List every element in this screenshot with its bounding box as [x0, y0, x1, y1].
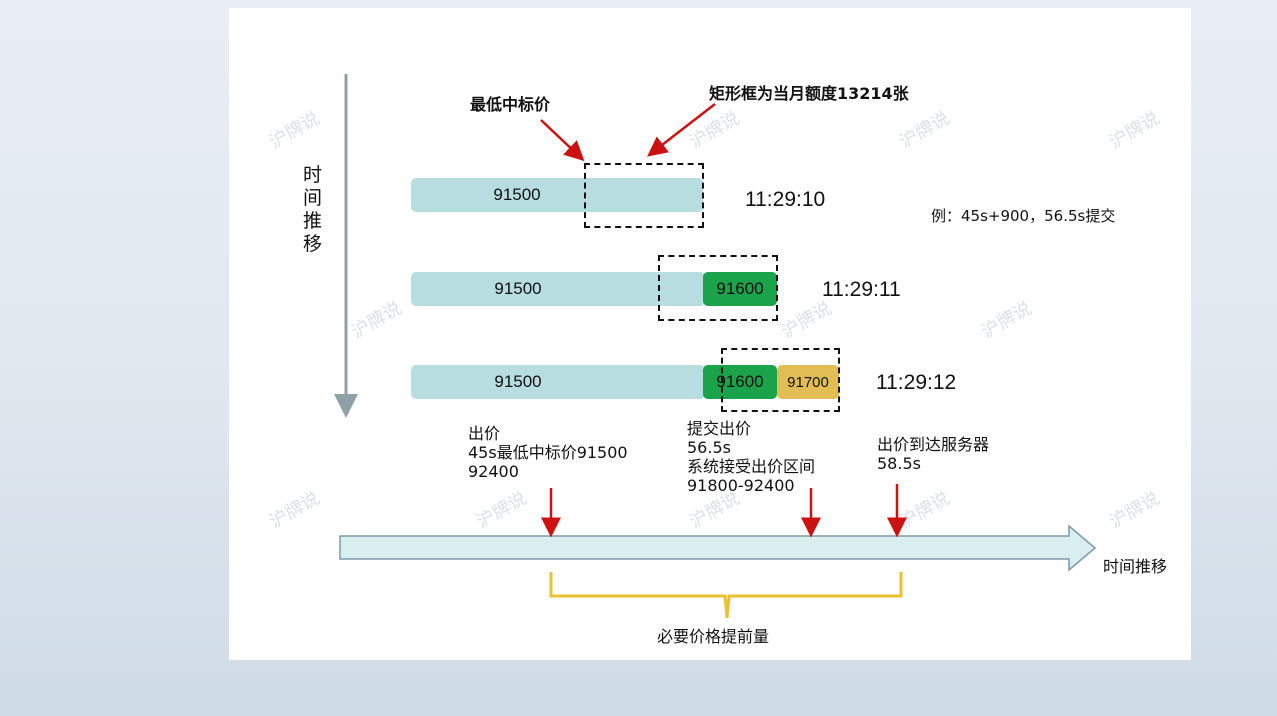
arrive-annotation: 出价到达服务器 58.5s	[877, 435, 989, 473]
base-bar: 91500	[411, 178, 703, 212]
diagram-graphics	[334, 74, 1097, 619]
base-bar: 91500	[411, 272, 705, 306]
box-note-arrow	[647, 103, 716, 157]
quota-box	[658, 255, 778, 321]
green-bid-value: 91600	[716, 372, 764, 391]
bid-annotation: 出价 45s最低中标价91500 92400	[468, 424, 628, 481]
base-bar-value: 91500	[493, 185, 541, 204]
base-bar: 91500	[411, 365, 705, 399]
lowest-bid-arrow	[540, 119, 585, 162]
submit-annotation: 提交出价 56.5s 系统接受出价区间 91800-92400	[687, 419, 815, 495]
vertical-axis-char: 时	[303, 164, 323, 186]
example-note: 例：45s+900，56.5s提交	[931, 207, 1116, 225]
submit-annotation-line: 系统接受出价区间	[687, 457, 816, 476]
row-time: 11:29:12	[876, 371, 957, 394]
submit-annotation-line: 91800-92400	[687, 476, 795, 495]
green-bid-value: 91600	[716, 279, 764, 298]
quota-box	[721, 348, 840, 412]
base-bar-value: 91500	[494, 279, 542, 298]
green-bid-bar: 91600	[703, 272, 777, 306]
row-time: 11:29:10	[745, 188, 826, 211]
quota-box	[584, 163, 704, 228]
row-time: 11:29:11	[822, 278, 901, 301]
bid-annotation-line: 45s最低中标价91500	[468, 443, 628, 462]
gold-bid-bar: 91700	[777, 365, 839, 399]
gold-bid-value: 91700	[787, 373, 829, 391]
bid-annotation-line: 出价	[468, 424, 501, 443]
submit-annotation-line: 56.5s	[687, 438, 731, 457]
box-note-label: 矩形框为当月额度13214张	[709, 84, 909, 103]
vertical-axis-label: 时 间 推 移	[303, 164, 327, 256]
price-lead-brace	[549, 572, 903, 619]
arrive-annotation-line: 出价到达服务器	[877, 435, 990, 454]
brace-label: 必要价格提前量	[657, 627, 770, 646]
green-bid-bar: 91600	[703, 365, 777, 399]
vertical-axis-char: 推	[303, 210, 323, 232]
lowest-bid-label: 最低中标价	[470, 95, 551, 114]
vertical-axis-char: 间	[303, 187, 323, 209]
bid-annotation-line: 92400	[468, 462, 519, 481]
vertical-axis-char: 移	[303, 233, 323, 255]
submit-annotation-line: 提交出价	[687, 419, 752, 438]
horizontal-axis-label: 时间推移	[1103, 557, 1168, 576]
diagram-slide: 沪牌说 沪牌说 沪牌说 沪牌说 沪牌说 沪牌说 沪牌说 沪牌说 沪牌说 沪牌说 …	[229, 8, 1191, 660]
base-bar-value: 91500	[494, 372, 542, 391]
horizontal-time-arrow	[339, 524, 1097, 572]
arrive-annotation-line: 58.5s	[877, 454, 921, 473]
